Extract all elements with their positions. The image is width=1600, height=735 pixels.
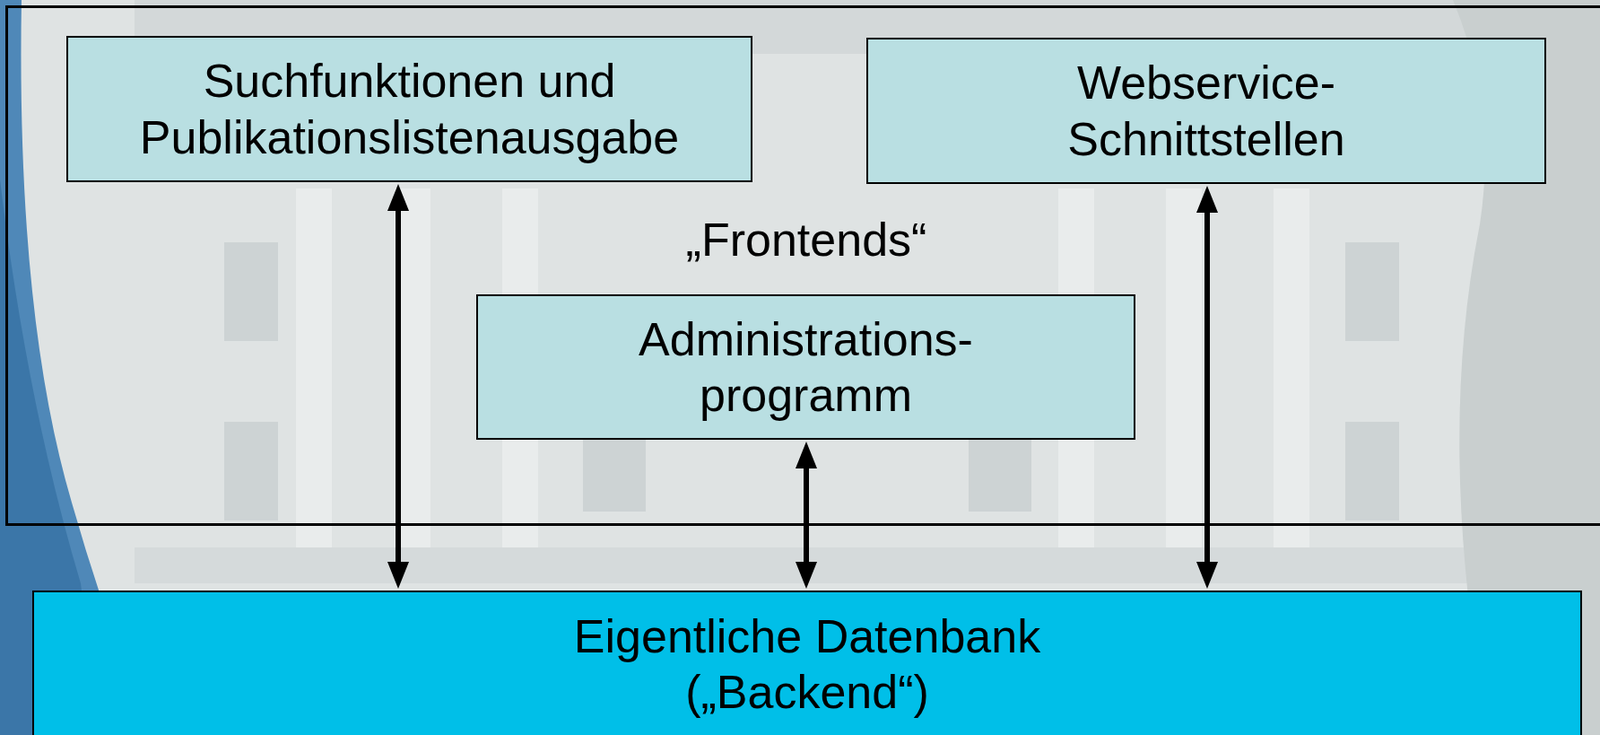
frontend-frame: „Frontends“ Suchfunktionen und Publikatio… (5, 5, 1600, 526)
group-label: „Frontends“ (686, 211, 928, 268)
double-arrow (795, 441, 818, 589)
box-text: Eigentliche Datenbank („Backend“) (527, 608, 1087, 721)
double-arrow (387, 183, 409, 589)
process-box: Webservice- Schnittstellen (866, 37, 1547, 184)
database-band: Eigentliche Datenbank („Backend“) (32, 590, 1583, 735)
process-box: Administrations- programm (476, 294, 1136, 440)
box-text: Webservice- Schnittstellen (996, 54, 1417, 167)
box-text: Suchfunktionen und Publikationslistenaus… (80, 52, 739, 166)
double-arrow (1196, 185, 1218, 589)
process-box: Suchfunktionen und Publikationslistenaus… (66, 35, 753, 183)
box-text: Administrations- programm (596, 311, 1017, 424)
